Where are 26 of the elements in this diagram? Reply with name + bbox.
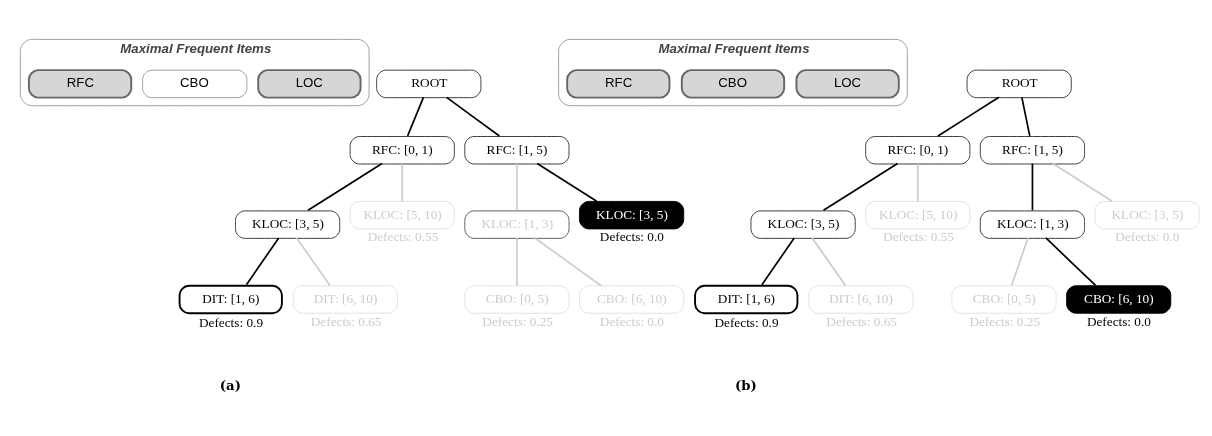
connector [811,237,847,287]
connector [822,162,899,212]
connector [1045,237,1097,287]
connector [245,237,280,286]
connector [307,162,383,212]
connector [516,162,518,212]
connector [1051,162,1114,203]
connector [1010,237,1029,287]
label: (a) [219,377,241,393]
node-label: Defects: 0.9 [198,314,264,330]
connector [536,162,598,203]
connector [534,237,602,287]
connector [1031,162,1034,212]
node-label: Defects: 0.0 [1086,313,1151,329]
connector [445,96,501,137]
connector [761,237,796,286]
connector [295,237,331,287]
connector [916,162,919,203]
connector [401,162,404,203]
connector [1021,96,1031,137]
node-label: Defects: 0.0 [599,229,664,245]
connector [937,96,1000,137]
connector [406,96,425,137]
node-label: Defects: 0.9 [714,314,779,330]
connector [516,237,518,287]
label: (b) [734,377,757,393]
